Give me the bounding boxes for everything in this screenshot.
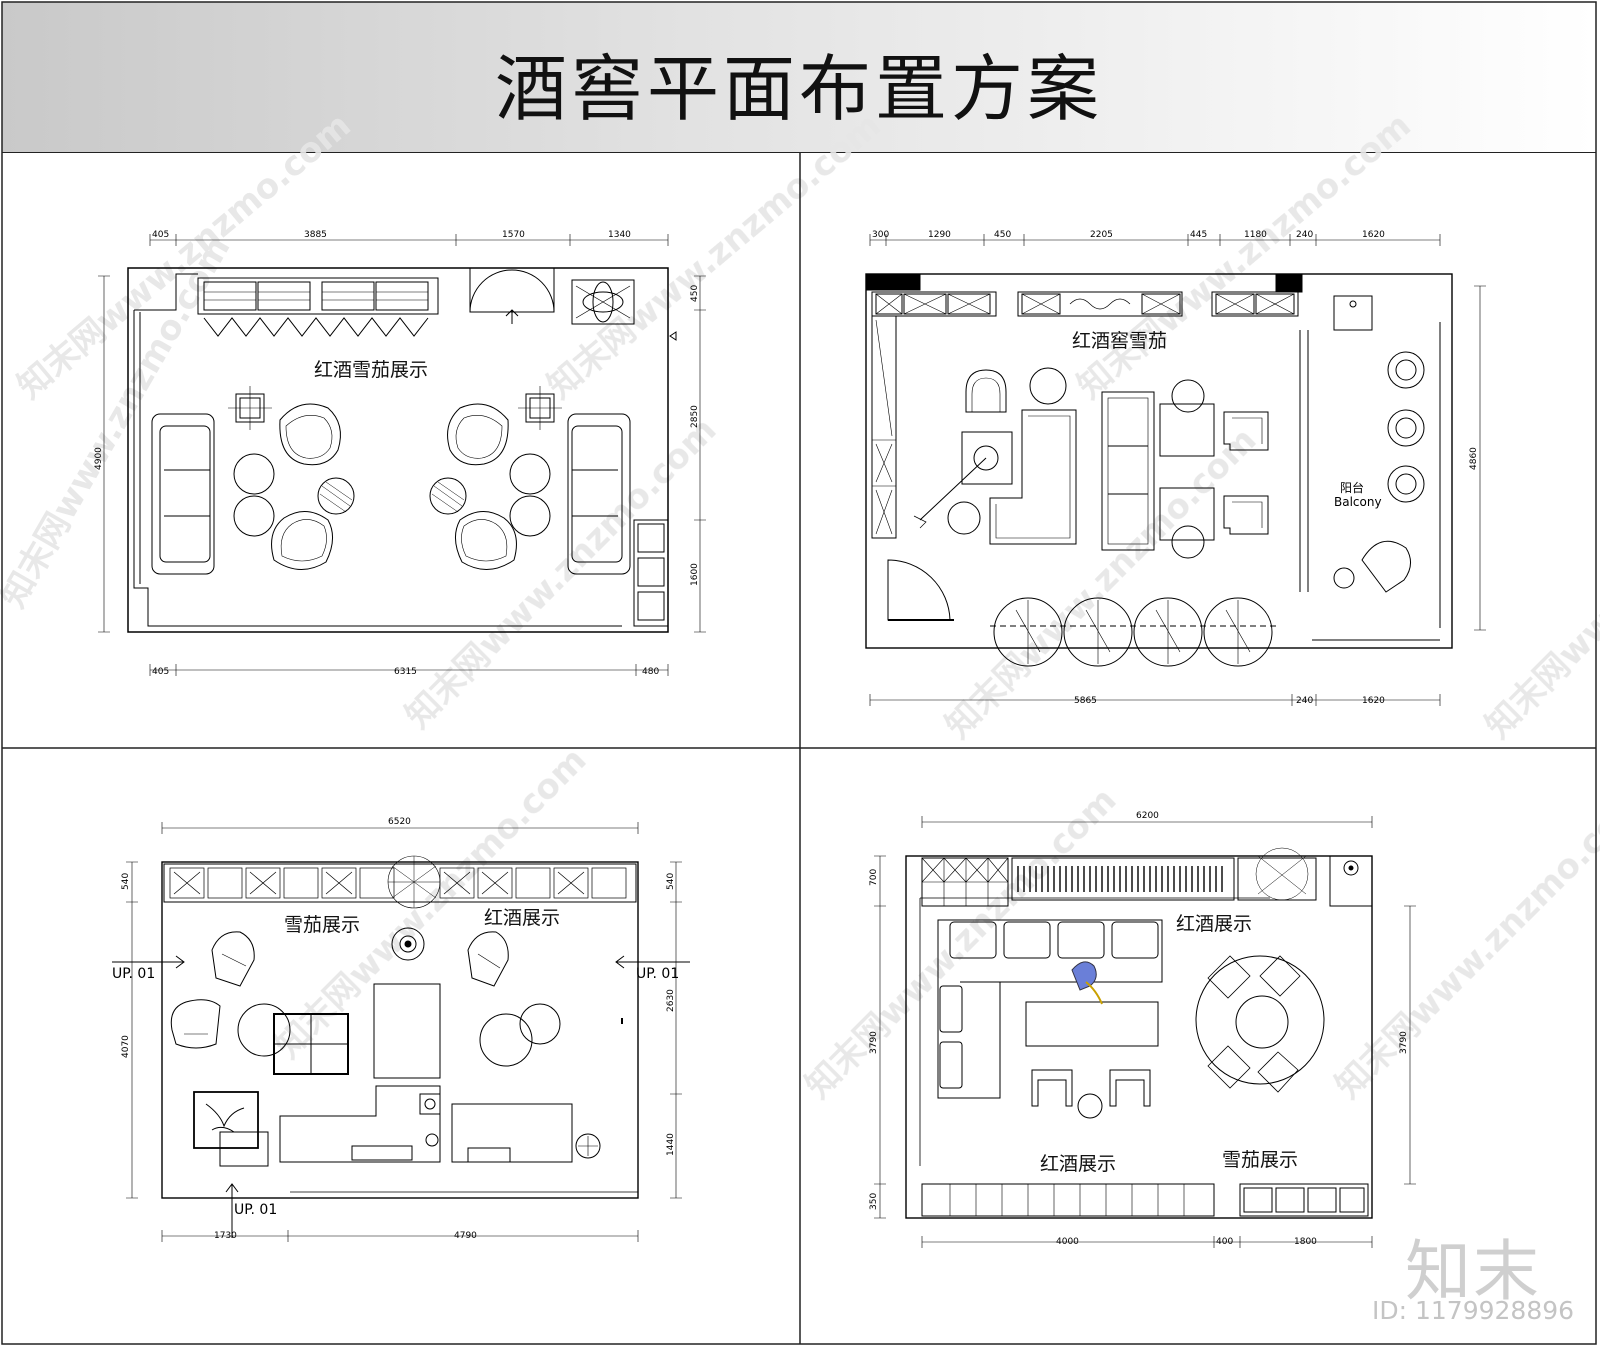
dim-text: 405 [152, 667, 169, 677]
dim-text: 6520 [388, 817, 411, 827]
dim-text: 350 [869, 1193, 879, 1210]
watermark: 知末网www.znzmo.com [10, 105, 359, 407]
dim-text: 2205 [1090, 230, 1113, 240]
dim-text: 6200 [1136, 811, 1159, 821]
plan-2-text: 红酒窖雪茄 阳台 Balcony 300 1290 450 2205 445 1… [872, 230, 1479, 706]
plan-1-label: 红酒雪茄展示 [314, 359, 428, 381]
watermark: 知末网www.znzmo.com [1070, 105, 1419, 407]
plan-4-label: 雪茄展示 [1222, 1149, 1298, 1171]
dim-text: 1290 [928, 230, 951, 240]
title-bar: 酒窖平面布置方案 [2, 2, 1596, 153]
dim-text: 1620 [1362, 230, 1385, 240]
plan-3-label: 雪茄展示 [284, 914, 360, 936]
dim-text: 1340 [608, 230, 631, 240]
dim-text: 3790 [869, 1031, 879, 1054]
dim-text: 1600 [690, 563, 700, 586]
dim-text: 1180 [1244, 230, 1267, 240]
dim-text: 450 [690, 285, 700, 302]
plan-4 [874, 816, 1416, 1248]
up-marker: UP. 01 [636, 966, 679, 982]
brand-logo: 知末 [1405, 1233, 1541, 1310]
up-marker: UP. 01 [234, 1202, 277, 1218]
dim-text: 4000 [1056, 1237, 1079, 1247]
dim-text: 1440 [666, 1133, 676, 1156]
watermark: 知末网www.znzmo.com [938, 420, 1264, 746]
dim-text: 240 [1296, 230, 1313, 240]
balcony-en: Balcony [1334, 495, 1382, 509]
dim-text: 445 [1190, 230, 1207, 240]
dim-text: 3790 [1399, 1031, 1409, 1054]
dim-text: 450 [994, 230, 1011, 240]
dim-text: 240 [1296, 696, 1313, 706]
plan-1 [98, 234, 706, 676]
dim-text: 700 [869, 869, 879, 886]
dim-text: 4790 [454, 1231, 477, 1241]
plan-2-label: 红酒窖雪茄 [1072, 330, 1167, 352]
up-marker: UP. 01 [112, 966, 155, 982]
plan-1-text: 红酒雪茄展示 405 3885 1570 1340 405 6315 480 4… [94, 230, 700, 677]
sheet-title: 酒窖平面布置方案 [494, 47, 1103, 131]
watermark: 知末网www.znzmo.com [398, 410, 724, 736]
plan-3-label: 红酒展示 [484, 907, 560, 929]
dim-text: 4900 [94, 447, 104, 470]
dim-text: 540 [666, 873, 676, 890]
plan-4-label: 红酒展示 [1040, 1153, 1116, 1175]
dim-text: 400 [1216, 1237, 1233, 1247]
dim-text: 1620 [1362, 696, 1385, 706]
dim-text: 2850 [690, 405, 700, 428]
dim-text: 540 [121, 873, 131, 890]
dim-text: 3885 [304, 230, 327, 240]
plan-2 [865, 234, 1486, 706]
watermark: 知末网www.znzmo.com [1478, 420, 1600, 746]
balcony-zh: 阳台 [1340, 480, 1364, 495]
dim-text: 480 [642, 667, 659, 677]
watermark: 知末网www.znzmo.com [798, 780, 1124, 1106]
dim-text: 405 [152, 230, 169, 240]
plan-3 [112, 822, 690, 1242]
watermark: 知末网www.znzmo.com [268, 740, 594, 1066]
dim-text: 4860 [1469, 447, 1479, 470]
dim-text: 5865 [1074, 696, 1097, 706]
dim-text: 2630 [666, 989, 676, 1012]
dim-text: 6315 [394, 667, 417, 677]
dim-text: 1800 [1294, 1237, 1317, 1247]
dim-text: 1730 [214, 1231, 237, 1241]
dim-text: 300 [872, 230, 889, 240]
brand-id: ID: 1179928896 [1372, 1296, 1575, 1325]
plan-4-label: 红酒展示 [1176, 913, 1252, 935]
dim-text: 4070 [121, 1035, 131, 1058]
watermark: 知末网www.znzmo.com [1328, 780, 1600, 1106]
plan-4-text: 红酒展示 红酒展示 雪茄展示 6200 4000 400 1800 700 37… [869, 811, 1409, 1247]
dim-text: 1570 [502, 230, 525, 240]
watermark: 知末网www.znzmo.com [540, 105, 889, 407]
plan-3-text: 雪茄展示 红酒展示 UP. 01 UP. 01 UP. 01 6520 1730… [112, 817, 679, 1241]
